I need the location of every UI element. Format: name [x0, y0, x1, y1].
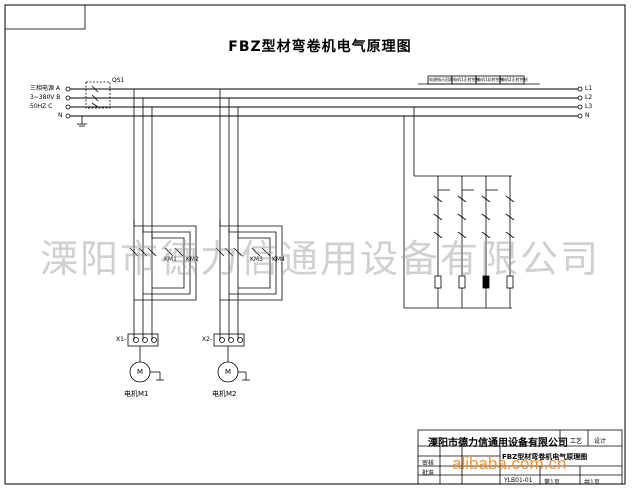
- title-block-page: 第1页: [544, 479, 560, 486]
- control-header-4: 电机2正转控制: [501, 77, 528, 82]
- control-circuit: [403, 107, 515, 309]
- supply-breaker: [65, 81, 111, 119]
- company-watermark: 溧阳市德力信通用设备有限公司: [40, 237, 601, 281]
- motor-branch-1: [127, 89, 197, 383]
- contactor-label-4: KM4: [272, 256, 285, 263]
- title-block-approver: 批准: [422, 470, 435, 477]
- title-block-company: 溧阳市德力信通用设备有限公司: [428, 438, 568, 449]
- terminal-label-1: X1-: [116, 336, 127, 343]
- bus-terminals-right: [577, 86, 583, 119]
- title-block-drawing-no: YLB01-01: [504, 477, 533, 484]
- breaker-label: QS1: [112, 77, 125, 84]
- title-block-drawer: 设计: [594, 438, 607, 445]
- supply-label-c: 50HZ C: [30, 103, 53, 110]
- ground-symbol: [77, 116, 87, 127]
- supply-label-n: N: [58, 112, 63, 119]
- control-header: [418, 75, 540, 85]
- drawing-border: [4, 4, 626, 485]
- bus-label-n: N: [585, 112, 590, 119]
- motor-label-2: 电机M2: [212, 390, 237, 398]
- alibaba-watermark: alibaba.com.cn: [452, 454, 567, 473]
- contactor-label-1: KM1: [164, 256, 177, 263]
- title-block-checker: 审核: [422, 460, 435, 467]
- bus-label-l1: L1: [585, 85, 593, 92]
- control-header-1: 电源指示回路: [429, 77, 453, 82]
- motor-symbol-1: M: [137, 368, 144, 376]
- corner-box: [4, 4, 86, 30]
- bus-label-l2: L2: [585, 94, 593, 101]
- terminal-label-2: X2-: [202, 336, 213, 343]
- motor-label-1: 电机M1: [124, 390, 149, 398]
- contactor-label-3: KM3: [250, 256, 263, 263]
- motor-branch-2: [213, 89, 283, 383]
- supply-label-b: 3~380V B: [30, 94, 61, 101]
- supply-label-a: 三相电源 A: [30, 85, 61, 92]
- contactor-label-2: KM2: [186, 256, 199, 263]
- control-header-3: 电机1反转控制: [477, 77, 504, 82]
- title-block-product: FBZ型材弯卷机电气原理图: [502, 453, 588, 461]
- main-bus: [70, 88, 578, 117]
- diagram-title: FBZ型材弯卷机电气原理图: [228, 39, 412, 55]
- motor-symbol-2: M: [225, 368, 232, 376]
- bus-label-l3: L3: [585, 103, 593, 110]
- control-header-2: 电机1正转控制: [453, 77, 480, 82]
- title-block-total: 共1页: [584, 479, 600, 486]
- title-block-doc-type: 工艺: [570, 438, 583, 445]
- title-block: [417, 429, 623, 485]
